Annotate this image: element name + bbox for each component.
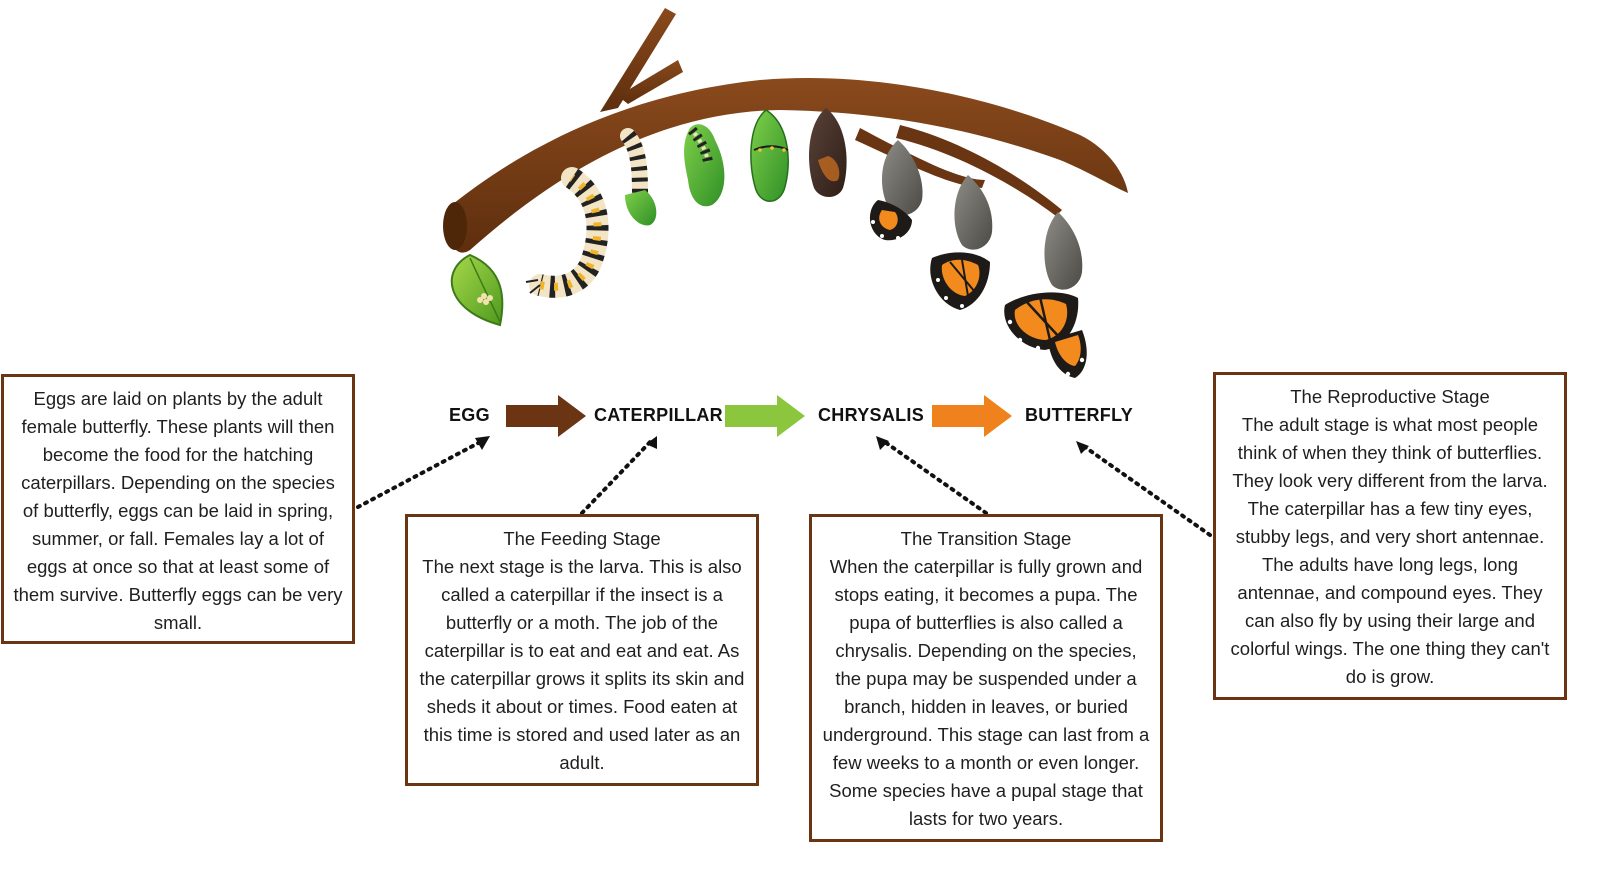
transition-stage-title: The Transition Stage: [820, 525, 1152, 553]
arrowhead-butterfly: [1076, 441, 1089, 454]
dark-chrysalis: [809, 108, 847, 197]
arrow-egg-to-caterpillar: [506, 395, 586, 437]
feeding-stage-box: The Feeding Stage The next stage is the …: [405, 514, 759, 786]
arrow-shape: [506, 395, 586, 437]
arrow-chrysalis-to-butterfly: [932, 395, 1012, 437]
reproductive-stage-text: The adult stage is what most people thin…: [1224, 411, 1556, 691]
arrow-shape: [932, 395, 1012, 437]
egg-info-box: Eggs are laid on plants by the adult fem…: [1, 374, 355, 644]
connector-arrowheads: [475, 436, 1089, 454]
branch: [443, 8, 1128, 253]
emerging-butterfly-3: [1004, 212, 1087, 378]
stage-label-chrysalis: CHRYSALIS: [818, 405, 924, 426]
feeding-stage-title: The Feeding Stage: [416, 525, 748, 553]
emerging-butterfly-1: [870, 140, 923, 240]
pupating-caterpillar: [625, 136, 656, 225]
stage-label-egg: EGG: [449, 405, 490, 426]
forming-chrysalis: [684, 124, 724, 206]
leaf-with-eggs: [452, 255, 503, 325]
transition-stage-text: When the caterpillar is fully grown and …: [820, 553, 1152, 833]
green-chrysalis: [751, 110, 788, 201]
connector-chrysalis: [882, 440, 986, 513]
stage-label-caterpillar: CATERPILLAR: [594, 405, 723, 426]
egg-info-text: Eggs are laid on plants by the adult fem…: [12, 385, 344, 637]
arrow-shape: [725, 395, 805, 437]
feeding-stage-text: The next stage is the larva. This is als…: [416, 553, 748, 777]
arrow-caterpillar-to-chrysalis: [725, 395, 805, 437]
transition-stage-box: The Transition Stage When the caterpilla…: [809, 514, 1163, 842]
reproductive-stage-title: The Reproductive Stage: [1224, 383, 1556, 411]
reproductive-stage-box: The Reproductive Stage The adult stage i…: [1213, 372, 1567, 700]
emerging-butterfly-2: [930, 175, 992, 310]
connector-caterpillar: [582, 440, 652, 513]
connector-egg: [358, 440, 484, 507]
stage-label-butterfly: BUTTERFLY: [1025, 405, 1133, 426]
